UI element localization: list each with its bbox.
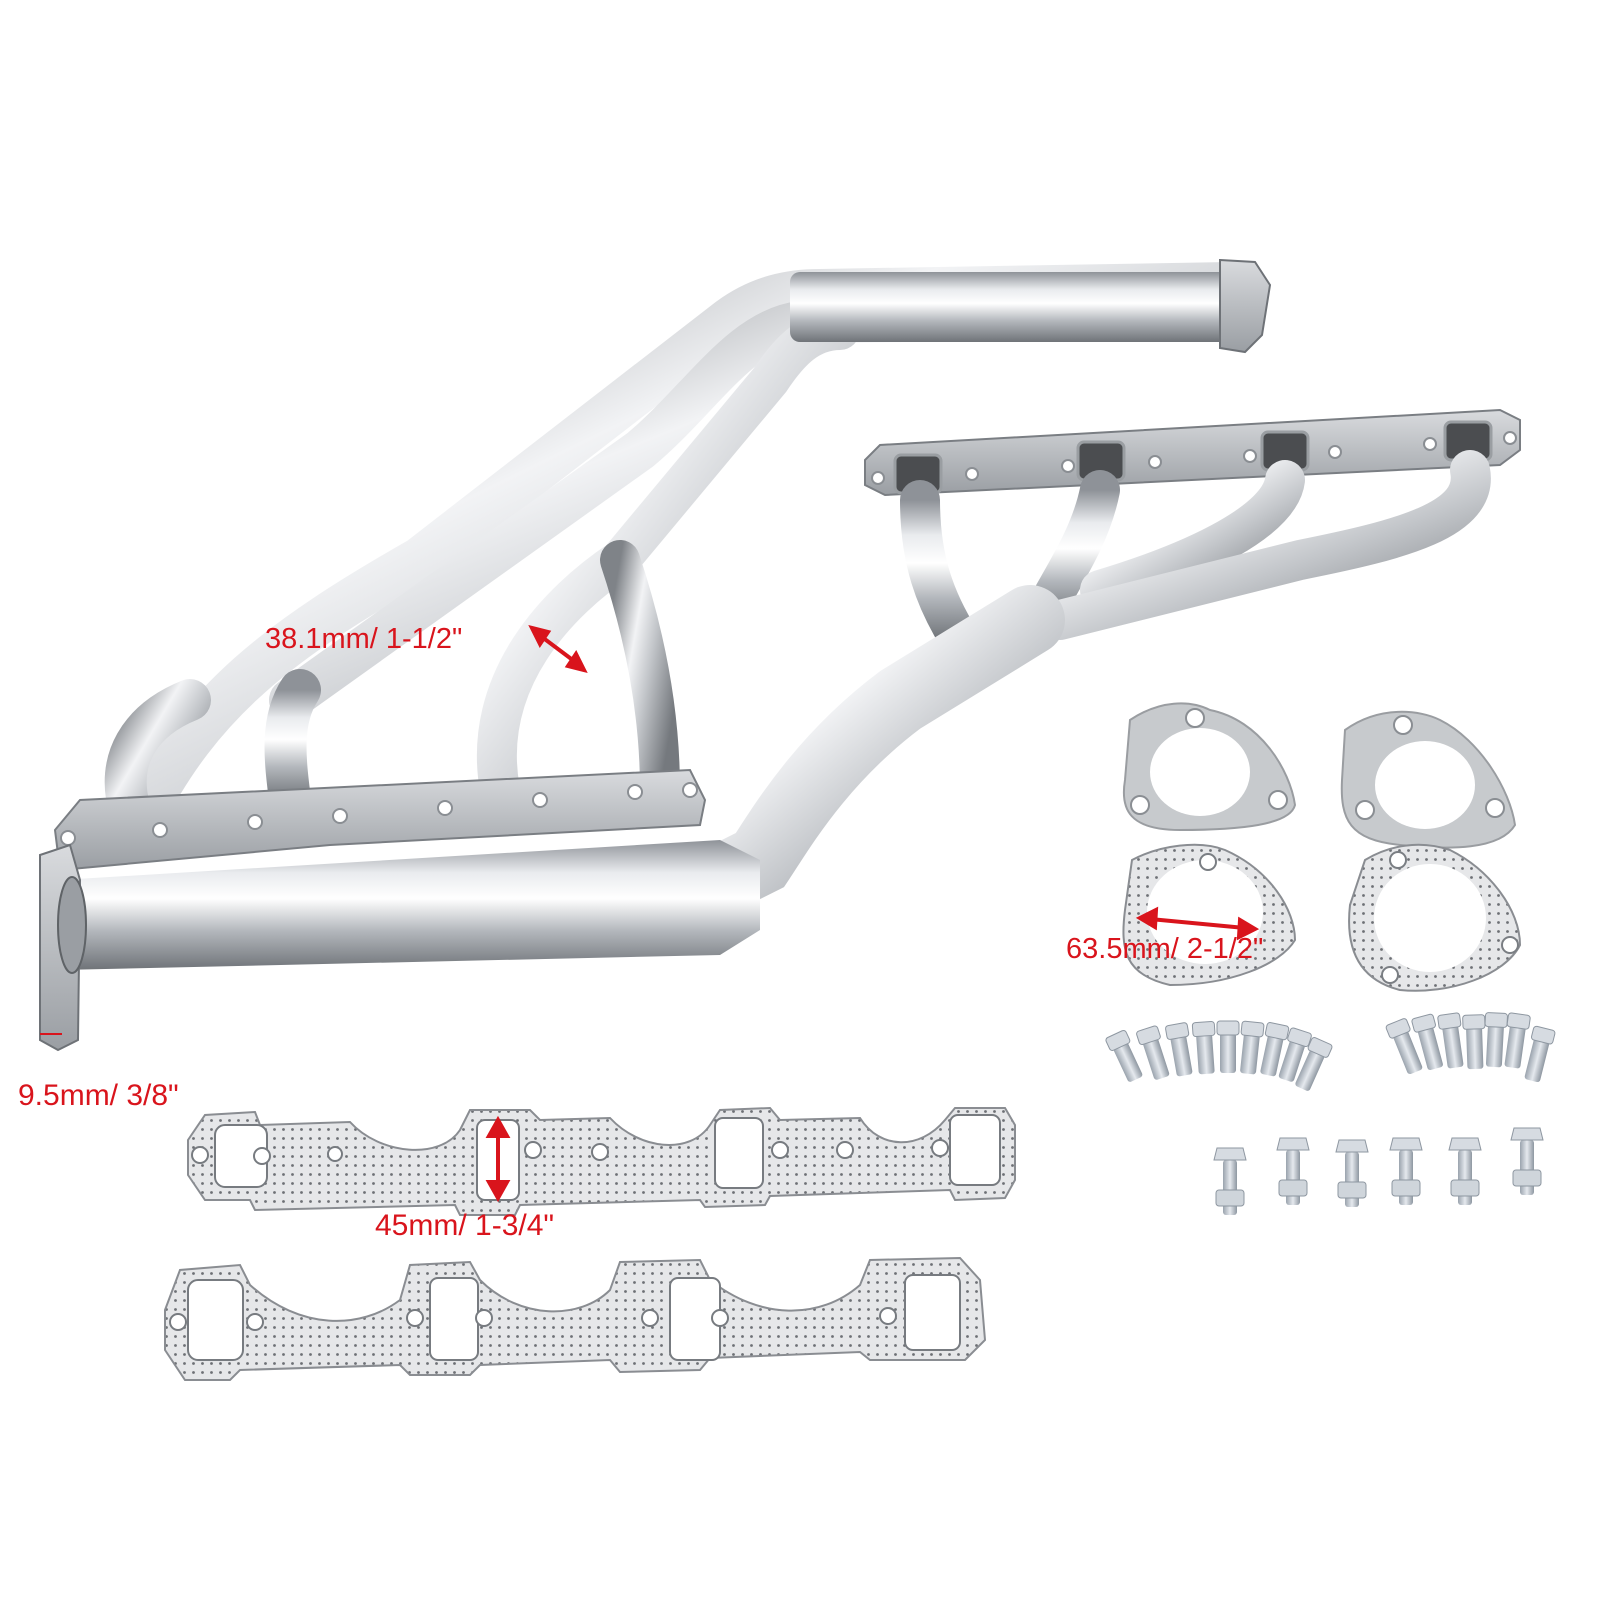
port-height-arrow xyxy=(485,1115,511,1203)
header-gasket-upper xyxy=(187,1106,1016,1216)
gasket-diameter-arrow xyxy=(1135,906,1260,941)
tube-diameter-label: 38.1mm/ 1-1/2" xyxy=(265,623,463,655)
port-height-label: 45mm/ 1-3/4" xyxy=(375,1209,555,1242)
header-lower xyxy=(39,408,1521,1052)
collector-flange-left xyxy=(1122,702,1297,832)
flange-thickness-label: 9.5mm/ 3/8" xyxy=(18,1079,179,1112)
bolts-with-nuts xyxy=(1213,1127,1544,1215)
flanged-bolts-right xyxy=(1385,1012,1556,1083)
tube-diameter-arrow xyxy=(528,625,588,673)
header-upper xyxy=(53,258,1272,872)
collector-gasket-right xyxy=(1348,843,1522,992)
collector-gasket-left xyxy=(1122,843,1297,987)
collector-flange-right xyxy=(1340,710,1517,849)
flanged-bolts-left xyxy=(1105,1020,1333,1091)
header-gasket-lower xyxy=(164,1256,987,1381)
collector-gasket-diameter-label: 63.5mm/ 2-1/2" xyxy=(1066,933,1264,965)
